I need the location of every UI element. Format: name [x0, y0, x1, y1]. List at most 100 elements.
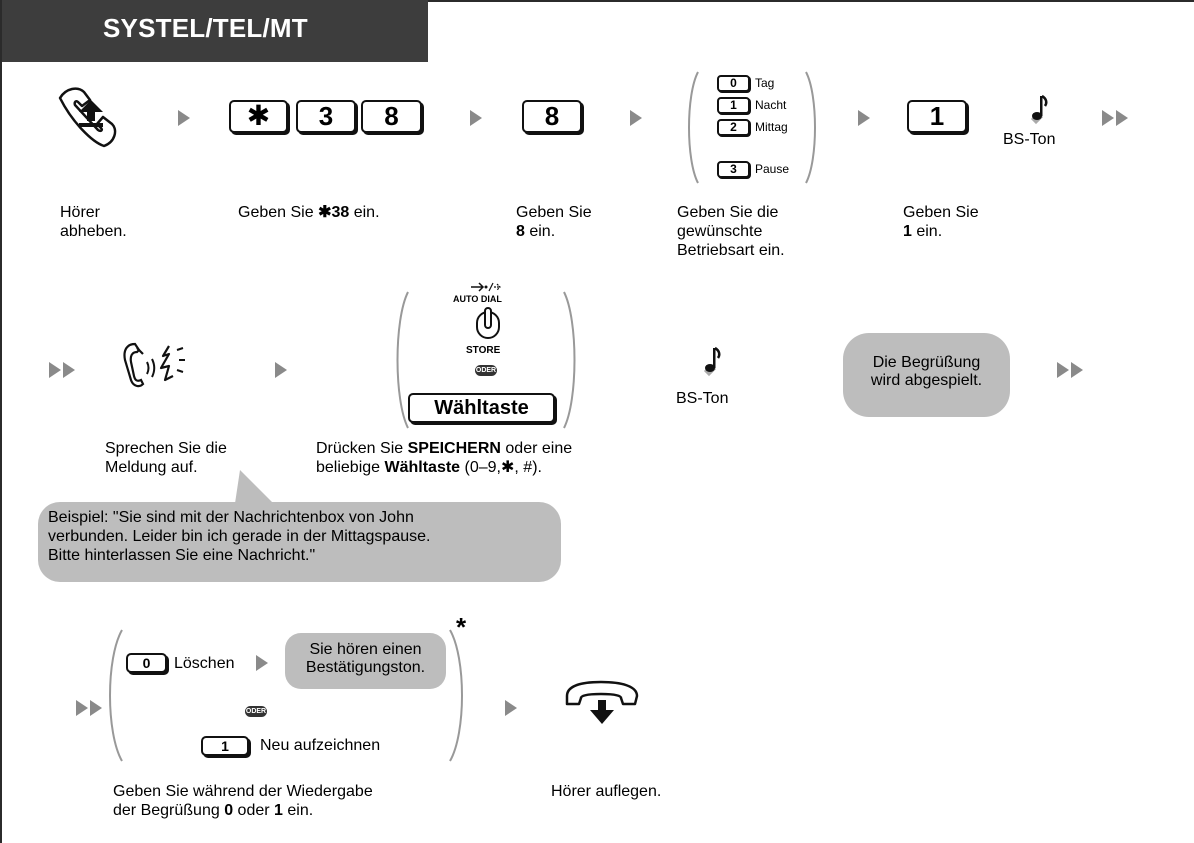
caption-during-line2-prefix: der Begrüßung	[113, 802, 225, 819]
continue-arrow	[63, 362, 75, 378]
delete-label: Löschen	[174, 655, 235, 672]
handset-off-hook-icon	[58, 87, 117, 148]
key-8-single: 8	[522, 100, 582, 133]
continue-arrow	[1057, 362, 1069, 378]
key-1-rerecord: 1	[201, 736, 249, 756]
key-1: 1	[907, 100, 967, 133]
confirmation-tone-icon	[1030, 94, 1048, 125]
continue-arrow	[1116, 110, 1128, 126]
caption-enter-38-bold: ✱38	[318, 204, 350, 221]
mode-key-1-label: 1	[730, 98, 737, 112]
mode-label-mittag: Mittag	[755, 120, 788, 134]
key-star: ✱	[229, 100, 288, 133]
rerecord-label: Neu aufzeichnen	[260, 737, 381, 754]
caption-speak: Sprechen Sie die Meldung auf.	[105, 439, 227, 477]
dial-key-label: Wähltaste	[434, 397, 529, 419]
flow-arrow	[470, 110, 482, 126]
mode-key-0-label: 0	[730, 76, 737, 90]
key-8-single-label: 8	[544, 101, 560, 131]
flow-arrow	[275, 362, 287, 378]
caption-press-line2-suffix: (0–9,✱, #).	[460, 459, 542, 476]
continue-arrow	[49, 362, 61, 378]
caption-enter-8-bold: 8	[516, 223, 525, 240]
caption-enter-38-suffix: ein.	[349, 204, 380, 221]
caption-press-prefix: Drücken Sie	[316, 440, 408, 457]
caption-press-line2-prefix: beliebige	[316, 459, 385, 476]
choice-bracket-left	[109, 629, 123, 762]
caption-lift: Hörer abheben.	[60, 203, 127, 241]
key-1-rerecord-label: 1	[221, 738, 229, 754]
key-0-delete-label: 0	[142, 655, 151, 671]
example-line2: verbunden. Leider bin ich gerade in der …	[48, 528, 431, 545]
mode-label-tag: Tag	[755, 76, 775, 90]
caption-mode-line3: Betriebsart ein.	[677, 242, 785, 259]
store-button-icon	[476, 307, 500, 339]
flow-arrow	[630, 110, 642, 126]
flow-arrow	[505, 700, 517, 716]
flow-arrow	[256, 655, 268, 671]
greeting-played-bubble: Die Begrüßung wird abgespielt.	[843, 333, 1010, 417]
confirm-bubble-line1: Sie hören einen	[309, 641, 422, 658]
caption-during-line1: Geben Sie während der Wiedergabe	[113, 783, 373, 800]
caption-speak-line1: Sprechen Sie die	[105, 440, 227, 457]
caption-press-mid: oder eine	[500, 440, 573, 457]
key-3: 3	[296, 100, 356, 133]
store-label: STORE	[466, 345, 501, 356]
continue-arrow	[1102, 110, 1114, 126]
caption-during-bold1: 0	[224, 802, 234, 819]
mode-key-2-label: 2	[730, 120, 737, 134]
example-bubble-tail	[234, 470, 280, 510]
mode-bracket-left	[688, 71, 699, 184]
flow-arrow	[178, 110, 190, 126]
continue-arrow	[90, 700, 102, 716]
example-line1: Beispiel: "Sie sind mit der Nachrichtenb…	[48, 509, 414, 526]
choice-bracket-right	[449, 629, 463, 762]
caption-enter-8: Geben Sie 8 ein.	[516, 203, 592, 241]
caption-enter-8-line1: Geben Sie	[516, 204, 592, 221]
mode-key-2: 2	[717, 119, 750, 136]
store-bracket-right	[563, 291, 576, 429]
flow-arrow	[858, 110, 870, 126]
store-bracket-left	[396, 291, 409, 429]
key-3-label: 3	[318, 101, 334, 131]
mode-key-0: 0	[717, 75, 750, 92]
mode-bracket-right	[805, 71, 816, 184]
caption-mode: Geben Sie die gewünschte Betriebsart ein…	[677, 203, 785, 260]
caption-enter-1-line1: Geben Sie	[903, 204, 979, 221]
tone-label-1: BS-Ton	[1003, 131, 1056, 148]
caption-during-mid: oder	[233, 802, 275, 819]
caption-press: Drücken Sie SPEICHERN oder eine beliebig…	[316, 439, 572, 477]
oder-badge: ODER	[475, 365, 497, 376]
continue-arrow	[1071, 362, 1083, 378]
mode-key-3: 3	[717, 161, 750, 178]
caption-during-playback: Geben Sie während der Wiedergabe der Beg…	[113, 782, 373, 820]
example-bubble: Beispiel: "Sie sind mit der Nachrichtenb…	[38, 502, 561, 582]
key-0-delete: 0	[126, 653, 167, 673]
caption-enter-38-prefix: Geben Sie	[238, 204, 319, 221]
caption-lift-line2: abheben.	[60, 223, 127, 240]
mode-label-pause: Pause	[755, 162, 790, 176]
example-line3: Bitte hinterlassen Sie eine Nachricht."	[48, 547, 316, 564]
mode-key-3-label: 3	[730, 162, 737, 176]
key-star-label: ✱	[246, 100, 271, 131]
mode-label-nacht: Nacht	[755, 98, 787, 112]
speaking-person-icon	[123, 342, 185, 388]
caption-press-bold2: Wähltaste	[384, 459, 461, 476]
tone-label-2: BS-Ton	[676, 390, 729, 407]
auto-dial-label: AUTO DIAL	[453, 294, 502, 304]
caption-enter-8-suffix: ein.	[524, 223, 556, 240]
header-title: SYSTEL/TEL/MT	[103, 13, 308, 43]
auto-dial-symbol-icon	[471, 282, 501, 292]
handset-on-hook-icon	[565, 680, 639, 724]
dial-key: Wähltaste	[408, 393, 555, 423]
caption-enter-1: Geben Sie 1 ein.	[903, 203, 979, 241]
caption-enter-1-suffix: ein.	[911, 223, 943, 240]
footnote-asterisk: *	[456, 612, 467, 642]
caption-hang-up: Hörer auflegen.	[551, 783, 662, 800]
key-8-label: 8	[384, 101, 399, 131]
caption-mode-line2: gewünschte	[677, 223, 763, 240]
caption-enter-1-bold: 1	[903, 223, 912, 240]
confirmation-tone-icon	[703, 346, 721, 377]
caption-during-suffix: ein.	[282, 802, 314, 819]
caption-mode-line1: Geben Sie die	[677, 204, 779, 221]
